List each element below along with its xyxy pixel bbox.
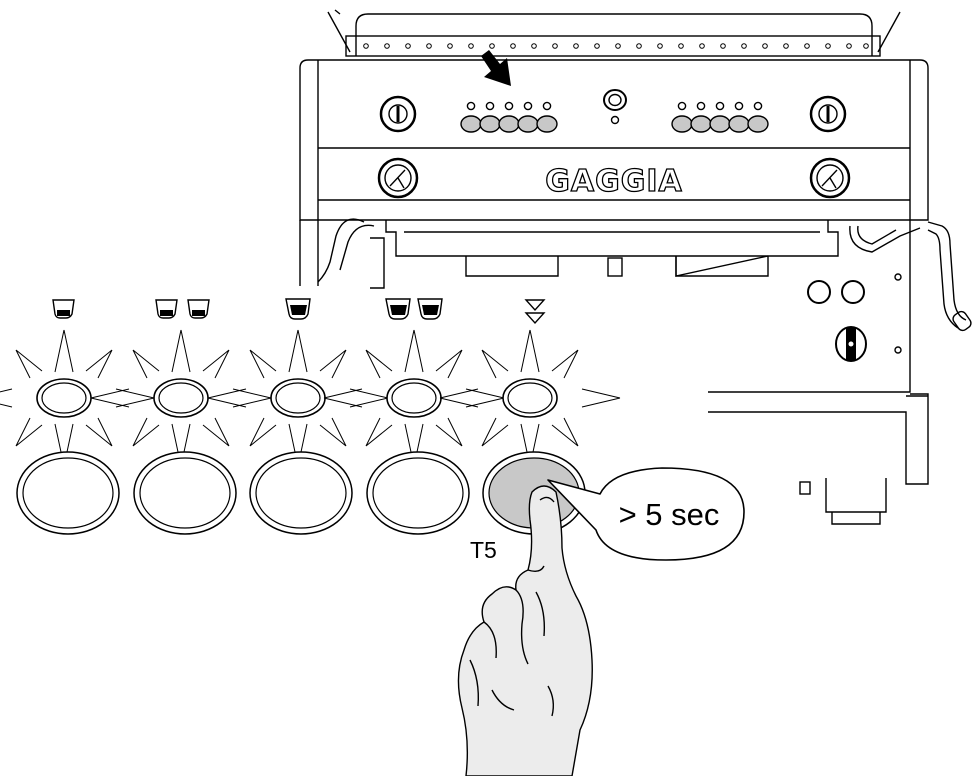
filter-holder-left bbox=[465, 256, 559, 277]
flashing-indicator-1 bbox=[0, 329, 155, 467]
keypad-group-left bbox=[460, 101, 558, 133]
single-large-cup-icon bbox=[285, 298, 311, 320]
side-controls bbox=[807, 273, 902, 362]
hot-water-spout bbox=[607, 257, 623, 277]
drip-tray bbox=[825, 478, 887, 525]
espresso-machine bbox=[299, 9, 972, 525]
steam-knob-left bbox=[379, 95, 417, 133]
flashing-indicator-4 bbox=[323, 329, 505, 467]
rail-holes bbox=[363, 43, 869, 49]
arrow-indicator bbox=[481, 50, 511, 86]
group-head-housing bbox=[385, 220, 839, 257]
dose-button-4[interactable] bbox=[366, 451, 470, 535]
double-large-cup-icon bbox=[385, 298, 443, 320]
callout-bubble bbox=[547, 467, 745, 561]
keypad-group-right bbox=[671, 101, 769, 133]
cup-warmer-rail bbox=[345, 35, 881, 57]
cup-icons bbox=[52, 298, 546, 325]
main-switch bbox=[603, 89, 627, 125]
dose-buttons bbox=[16, 451, 586, 535]
pressure-gauge-right bbox=[809, 157, 851, 199]
cup-rail-right bbox=[877, 11, 901, 53]
steam-wand-right bbox=[927, 221, 967, 329]
flashing-indicators bbox=[0, 329, 621, 467]
cup-warmer-tray bbox=[355, 13, 873, 56]
press-duration-text: > 5 sec bbox=[619, 497, 720, 532]
front-panel bbox=[299, 59, 929, 221]
machine-body-right bbox=[708, 220, 929, 485]
filter-holder-right bbox=[675, 255, 769, 277]
dose-button-2[interactable] bbox=[133, 451, 237, 535]
steam-knob-right bbox=[809, 95, 847, 133]
flashing-indicator-5 bbox=[439, 329, 621, 467]
steam-wand-left bbox=[317, 218, 375, 283]
flashing-indicator-3 bbox=[207, 329, 389, 467]
pressure-gauge-left bbox=[377, 157, 419, 199]
duration-callout bbox=[547, 467, 745, 561]
pressing-finger-hand bbox=[457, 485, 593, 776]
pressed-button-label: T5 bbox=[470, 537, 497, 563]
continuous-flow-icon bbox=[524, 299, 546, 325]
dose-button-3[interactable] bbox=[249, 451, 353, 535]
double-small-cup-icon bbox=[155, 299, 210, 319]
brand-logo: GAGGIA bbox=[545, 164, 682, 199]
flashing-indicator-2 bbox=[90, 329, 272, 467]
single-small-cup-icon bbox=[52, 299, 75, 319]
dose-button-1[interactable] bbox=[16, 451, 120, 535]
